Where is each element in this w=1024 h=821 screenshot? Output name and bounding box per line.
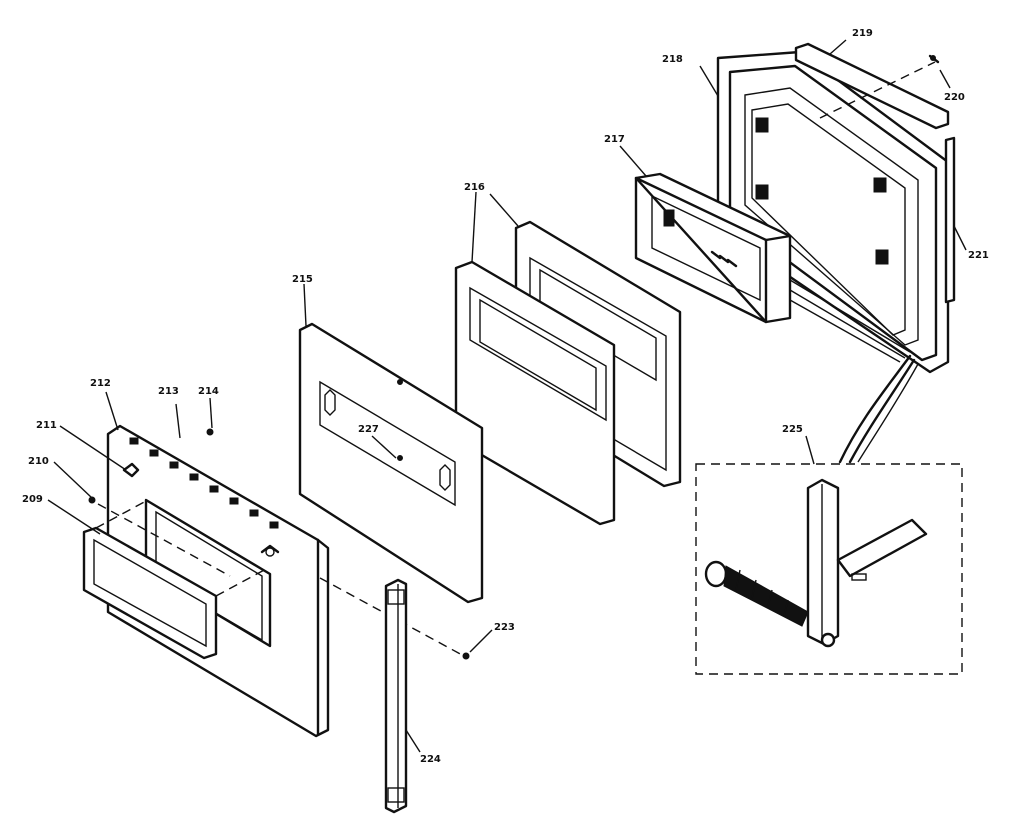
label-216: 216: [464, 182, 485, 193]
vent-slots: [129, 437, 279, 529]
part-215-inner-liner: [298, 322, 484, 604]
leader-lines: [47, 39, 967, 753]
label-217: 217: [604, 134, 625, 145]
label-227: 227: [358, 424, 379, 435]
part-209-window-frame: [82, 499, 269, 660]
label-212: 212: [90, 378, 111, 389]
part-227-screw: [371, 435, 397, 459]
label-219: 219: [852, 28, 873, 39]
part-220-screw: [928, 54, 940, 64]
label-220: 220: [944, 92, 965, 103]
label-218: 218: [662, 54, 683, 65]
part-221-side-rod: [944, 136, 956, 304]
part-219-top-trim: [794, 42, 950, 130]
part-210-handle-screw: [88, 496, 231, 577]
label-213: 213: [158, 386, 179, 397]
label-221: 221: [968, 250, 989, 261]
part-211-clip: [122, 462, 140, 478]
label-211: 211: [36, 420, 57, 431]
part-217-window-pack: [634, 172, 911, 363]
part-labels: 212 213 214 211 210 209 215 227 216 217 …: [22, 28, 989, 765]
part-212-outer-door-panel: [106, 424, 330, 738]
part-214-screw: [206, 428, 214, 436]
label-223: 223: [494, 622, 515, 633]
part-225-hinge-detail: [695, 354, 963, 675]
label-224: 224: [420, 754, 441, 765]
part-224-trim-strip: [384, 578, 408, 814]
label-225: 225: [782, 424, 803, 435]
hinge-spring: [704, 560, 809, 627]
label-209: 209: [22, 494, 43, 505]
label-215: 215: [292, 274, 313, 285]
label-214: 214: [198, 386, 219, 397]
label-210: 210: [28, 456, 49, 467]
part-213-screw: [175, 403, 181, 439]
